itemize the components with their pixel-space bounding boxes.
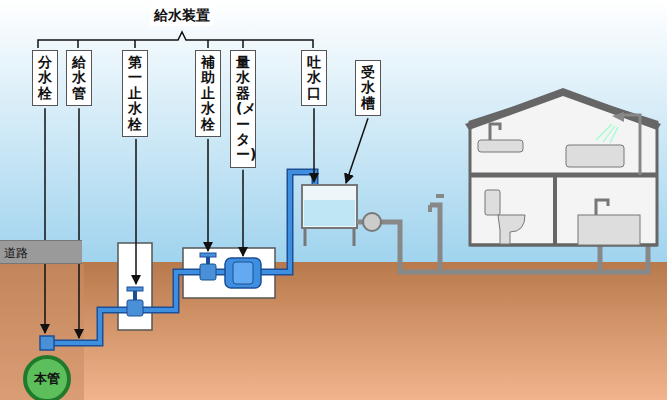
part-name: 分水栓: [38, 55, 52, 101]
supply-pipe: [47, 172, 315, 343]
supply-pipe: [47, 172, 315, 343]
callout-box: 給水管: [66, 50, 92, 106]
outdoor-tap: [428, 205, 432, 212]
road-label: 道路: [0, 241, 82, 266]
tank-leg: [353, 228, 356, 246]
leader-arrow: [78, 108, 80, 338]
callout-box: 量水器(メーター): [230, 50, 256, 168]
shower-pipe: [620, 115, 640, 175]
leader-arrow: [242, 170, 244, 256]
corporation-cock: [40, 336, 54, 350]
callout-box: 受水槽: [355, 60, 381, 116]
toilet: [485, 190, 500, 215]
sink: [478, 140, 523, 152]
leader-arrow: [313, 108, 315, 182]
shower-water: [596, 124, 618, 143]
aux-valve: [200, 264, 216, 280]
faucet: [490, 124, 500, 140]
main-pipe-circle: 本管: [23, 355, 71, 400]
faucet: [596, 200, 608, 215]
valve-box: [118, 243, 152, 330]
part-name: 補助止水栓: [201, 55, 215, 132]
stop-valve: [127, 287, 143, 291]
outdoor-tap: [436, 194, 444, 198]
tank-water: [304, 200, 355, 226]
part-name: 受水槽: [361, 65, 375, 111]
leader-arrow: [346, 118, 368, 183]
sink: [578, 215, 640, 245]
toilet: [498, 215, 525, 244]
water-meter: [225, 258, 261, 288]
road-base: [0, 264, 84, 400]
floor: [470, 173, 657, 178]
callout-box: 補助止水栓: [195, 50, 221, 137]
stop-valve: [127, 300, 143, 316]
water-meter: [233, 262, 253, 284]
receiving-tank: [302, 185, 357, 228]
tank-leg: [304, 228, 307, 246]
bracket: [38, 32, 313, 48]
wall: [553, 175, 557, 245]
leader-arrow: [135, 139, 137, 284]
part-name: 量水器(メーター): [236, 55, 250, 163]
callout-box: 吐水口: [301, 50, 327, 106]
aux-valve: [200, 253, 216, 257]
part-name: 第一止水栓: [128, 55, 142, 132]
shower-head: [612, 112, 624, 122]
callout-box: 分水栓: [32, 50, 58, 106]
part-name: 給水管: [72, 55, 86, 101]
group-label: 給水装置: [150, 6, 214, 26]
leader-arrow: [207, 139, 209, 251]
pump: [363, 213, 381, 231]
leader-arrow: [44, 108, 46, 333]
sky: [0, 0, 667, 265]
callout-box: 第一止水栓: [122, 50, 148, 137]
main-label: 本管: [23, 370, 71, 388]
bathtub: [566, 145, 624, 167]
road-band: 道路: [0, 240, 82, 264]
part-name: 吐水口: [307, 55, 321, 101]
